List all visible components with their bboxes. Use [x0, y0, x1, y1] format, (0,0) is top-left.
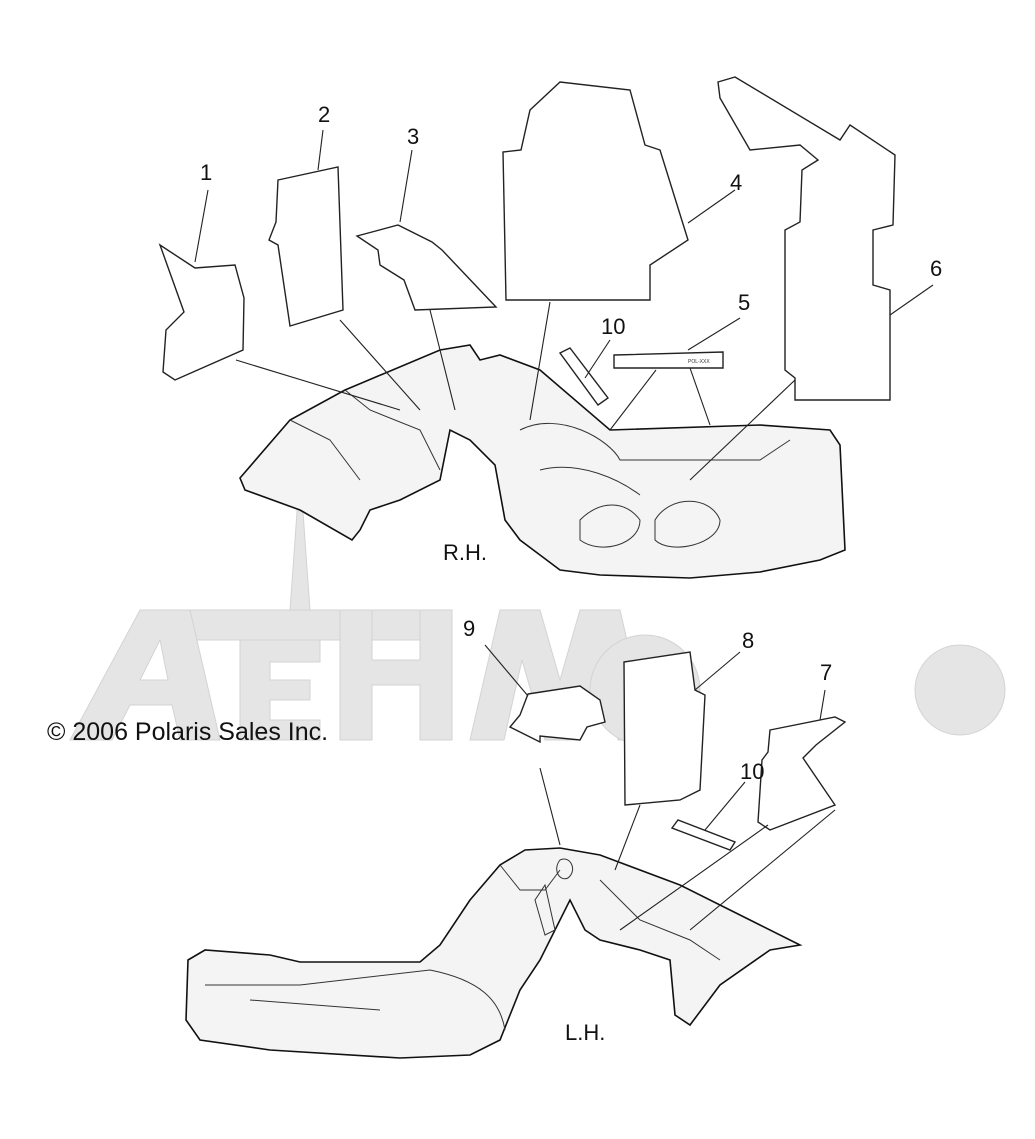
leader-3-a [399, 149, 413, 223]
leader-2-b [339, 319, 421, 411]
leader-2-a [317, 129, 324, 171]
leader-9-b [539, 767, 561, 846]
leader-1-b [235, 359, 401, 411]
fender-right-hand [239, 344, 846, 579]
fender-rh-panel-line [519, 422, 791, 496]
leader-lines-upper [194, 129, 934, 481]
part-1-decal[interactable] [158, 243, 245, 381]
part-5-decal[interactable] [613, 351, 724, 369]
watermark-letters [69, 609, 651, 741]
label-left-hand: L.H. [565, 1020, 605, 1045]
callout-5: 5 [738, 290, 750, 315]
fender-rh-wheel-arch-front [579, 504, 641, 548]
leader-4-a [687, 189, 736, 224]
part-4-decal[interactable] [502, 81, 689, 301]
callout-3: 3 [407, 124, 419, 149]
leader-5-a [687, 317, 741, 351]
copyright-notice: © 2006 Polaris Sales Inc. [47, 718, 329, 746]
leader-6-b [689, 379, 796, 481]
fender-lh-body [185, 847, 803, 1059]
part-6-decal[interactable] [717, 76, 896, 401]
part-10-strip-upper[interactable] [558, 347, 609, 406]
callout-4: 4 [730, 170, 742, 195]
callout-1: 1 [200, 160, 212, 185]
callout-2: 2 [318, 102, 330, 127]
fender-left-hand [185, 847, 803, 1059]
part-7-decal[interactable] [757, 716, 847, 831]
leader-4-b [529, 301, 551, 421]
part-3-decal[interactable] [355, 224, 498, 311]
leader-3-b [429, 309, 456, 411]
fender-rh-body [239, 344, 846, 579]
fender-rh-wheel-arch-rear [654, 500, 721, 548]
part-5-decal-text: POL-XXX [688, 359, 710, 365]
callout-10-upper: 10 [601, 314, 625, 339]
leader-7-a [819, 689, 826, 721]
leader-5-b [609, 367, 711, 431]
leader-9-a [484, 644, 529, 697]
callout-6: 6 [930, 256, 942, 281]
leader-8-b [614, 804, 641, 871]
leader-6-a [889, 284, 934, 316]
leader-8-a [694, 651, 741, 691]
part-10-strip-lower[interactable] [670, 819, 737, 851]
part-8-decal[interactable] [623, 651, 706, 806]
callouts: 1 2 3 4 5 6 10 9 8 7 10 [200, 102, 942, 784]
leader-10-upper [584, 339, 611, 379]
label-right-hand: R.H. [443, 540, 487, 565]
leader-1-a [194, 189, 209, 263]
fender-lh-edge [499, 864, 721, 961]
callout-9: 9 [463, 616, 475, 641]
leader-lines-lower [484, 644, 836, 931]
leader-10-lower [704, 781, 746, 831]
fender-lh-bracket [534, 858, 573, 936]
leader-7-b [619, 809, 836, 931]
fender-lh-panel-line [205, 969, 506, 1031]
fender-rh-edge [289, 389, 441, 481]
watermark-wheel-right [914, 644, 1006, 736]
callout-7: 7 [820, 660, 832, 685]
part-2-decal[interactable] [268, 166, 344, 327]
callout-8: 8 [742, 628, 754, 653]
part-9-decal[interactable] [508, 685, 606, 744]
callout-10-lower: 10 [740, 759, 764, 784]
